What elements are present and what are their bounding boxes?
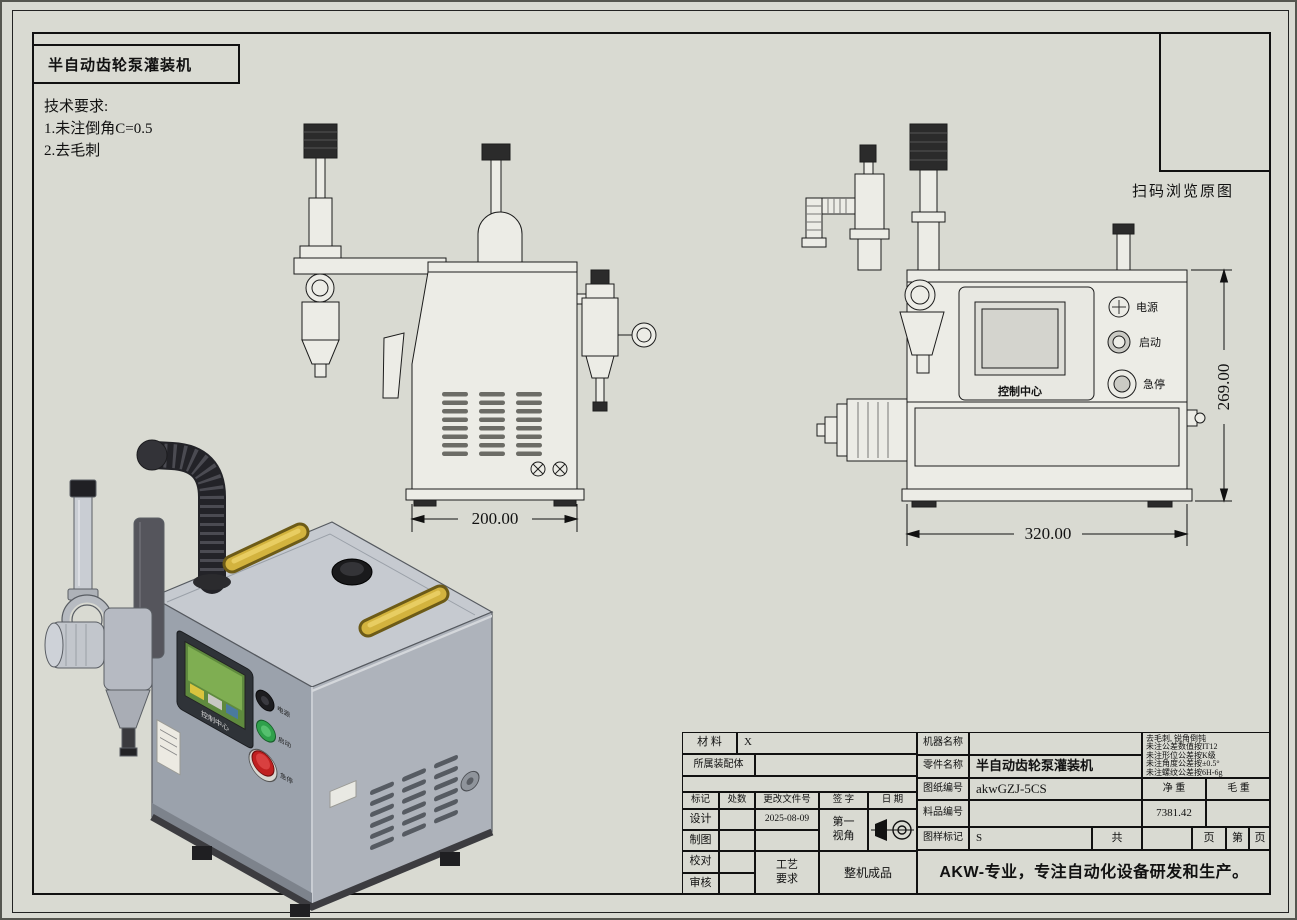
note-line: 未注形位公差按K级 <box>1146 750 1216 760</box>
tech-requirements: 技术要求: 1.未注倒角C=0.5 2.去毛刺 <box>44 96 152 162</box>
note-line: 未注公差数值按IT12 <box>1146 742 1218 752</box>
item-no-value <box>969 800 1142 827</box>
tech-requirements-heading: 技术要求: <box>44 99 109 115</box>
top-lid-knob <box>331 558 373 586</box>
sample-mark-label: 图样标记 <box>917 827 969 850</box>
design-label: 设计 <box>682 809 719 830</box>
iso-3d-view: 控制中心 电源 启动 急停 <box>44 439 494 917</box>
rev-date-header: 日 期 <box>868 792 917 809</box>
design-date: 2025-08-09 <box>755 809 819 830</box>
machine-name-label: 机器名称 <box>917 732 969 755</box>
carry-handles <box>222 522 450 638</box>
rev-count-header: 处数 <box>719 792 755 809</box>
power-button-label: 电源 <box>1136 300 1158 314</box>
drawing-no-label: 图纸编号 <box>917 778 969 800</box>
design-sign <box>719 809 755 830</box>
note-line: 未注角度公差按±0.5° <box>1146 759 1220 769</box>
sheet-no-label: 第 <box>1226 827 1249 850</box>
process-label: 工艺要求 <box>755 851 819 895</box>
sheets-total-label: 共 <box>1092 827 1142 850</box>
note-line: 去毛刺, 锐角倒钝 <box>1146 734 1206 743</box>
tolerance-notes: 去毛刺, 锐角倒钝 未注公差数值按IT12 未注形位公差按K级 未注角度公差按±… <box>1142 732 1271 778</box>
qr-code-placeholder <box>1159 32 1271 172</box>
drawing-title-box: 半自动齿轮泵灌装机 <box>32 44 240 84</box>
note-line: 未注螺纹公差按6H-6g <box>1146 767 1223 777</box>
corrugated-tube <box>136 439 231 594</box>
process-value: 整机成品 <box>819 851 917 895</box>
estop-button-label: 急停 <box>1143 377 1165 391</box>
net-weight-value: 7381.42 <box>1142 800 1206 827</box>
audit-label: 审核 <box>682 873 719 895</box>
outer-border-frame <box>12 10 1289 913</box>
gross-weight-value <box>1206 800 1271 827</box>
gross-weight-label: 毛 重 <box>1206 778 1271 800</box>
material-label: 材 料 <box>682 732 737 754</box>
projection-symbol-cell <box>868 809 917 851</box>
rev-doc-header: 更改文件号 <box>755 792 819 809</box>
part-name-value: 半自动齿轮泵灌装机 <box>969 755 1142 778</box>
machine-name-value <box>969 732 1142 755</box>
front-dimensions <box>905 268 1232 546</box>
front-width-dim-text: 320.00 <box>1025 524 1072 543</box>
assembly-label: 所属装配体 <box>682 754 755 776</box>
right-face-details <box>312 614 492 851</box>
first-angle-projection-icon <box>870 819 914 841</box>
draft-label: 制图 <box>682 830 719 851</box>
front-height-dim-text: 269.00 <box>1214 364 1233 411</box>
side-view: 200.00 <box>293 123 657 532</box>
audit-sign <box>719 873 755 895</box>
company-slogan: AKW-专业，专注自动化设备研发和生产。 <box>917 850 1271 895</box>
net-weight-label: 净 重 <box>1142 778 1206 800</box>
item-no-label: 料品编号 <box>917 800 969 827</box>
side-width-dimension <box>410 504 579 532</box>
start-button-label: 启动 <box>1139 336 1161 349</box>
rev-sign-header: 签 字 <box>819 792 868 809</box>
draft-sign <box>719 830 755 851</box>
tech-requirements-item1: 1.未注倒角C=0.5 <box>44 121 153 137</box>
check-sign <box>719 851 755 873</box>
side-width-dim-text: 200.00 <box>472 509 519 528</box>
qr-caption: 扫码浏览原图 <box>1132 184 1235 200</box>
part-name-label: 零件名称 <box>917 755 969 778</box>
assembly-value <box>755 754 917 776</box>
inner-border-frame <box>32 32 1271 895</box>
front-view: 控制中心 电源 启动 急停 320.00 269.00 <box>801 123 1233 546</box>
drawing-title: 半自动齿轮泵灌装机 <box>48 57 193 74</box>
left-pump-components <box>44 479 165 757</box>
front-view-machine <box>801 123 1206 508</box>
title-block-table: 材 料 X 所属装配体 标记 处数 更改文件号 签 字 日 期 设计 2025-… <box>682 732 1271 895</box>
sheets-unit-label: 页 <box>1192 827 1226 850</box>
check-label: 校对 <box>682 851 719 873</box>
material-value: X <box>737 732 917 754</box>
rev-mark-header: 标记 <box>682 792 719 809</box>
sheets-total-value <box>1142 827 1192 850</box>
draft-date <box>755 830 819 851</box>
control-center-label: 控制中心 <box>998 384 1042 398</box>
projection-label: 第一视角 <box>819 809 868 851</box>
revision-spacer <box>682 776 917 792</box>
machine-feet <box>192 846 460 917</box>
tech-requirements-item2: 2.去毛刺 <box>44 143 101 159</box>
drawing-no-value: akwGZJ-5CS <box>969 778 1142 800</box>
sample-mark-value: S <box>969 827 1092 850</box>
sheet-unit-label: 页 <box>1249 827 1271 850</box>
